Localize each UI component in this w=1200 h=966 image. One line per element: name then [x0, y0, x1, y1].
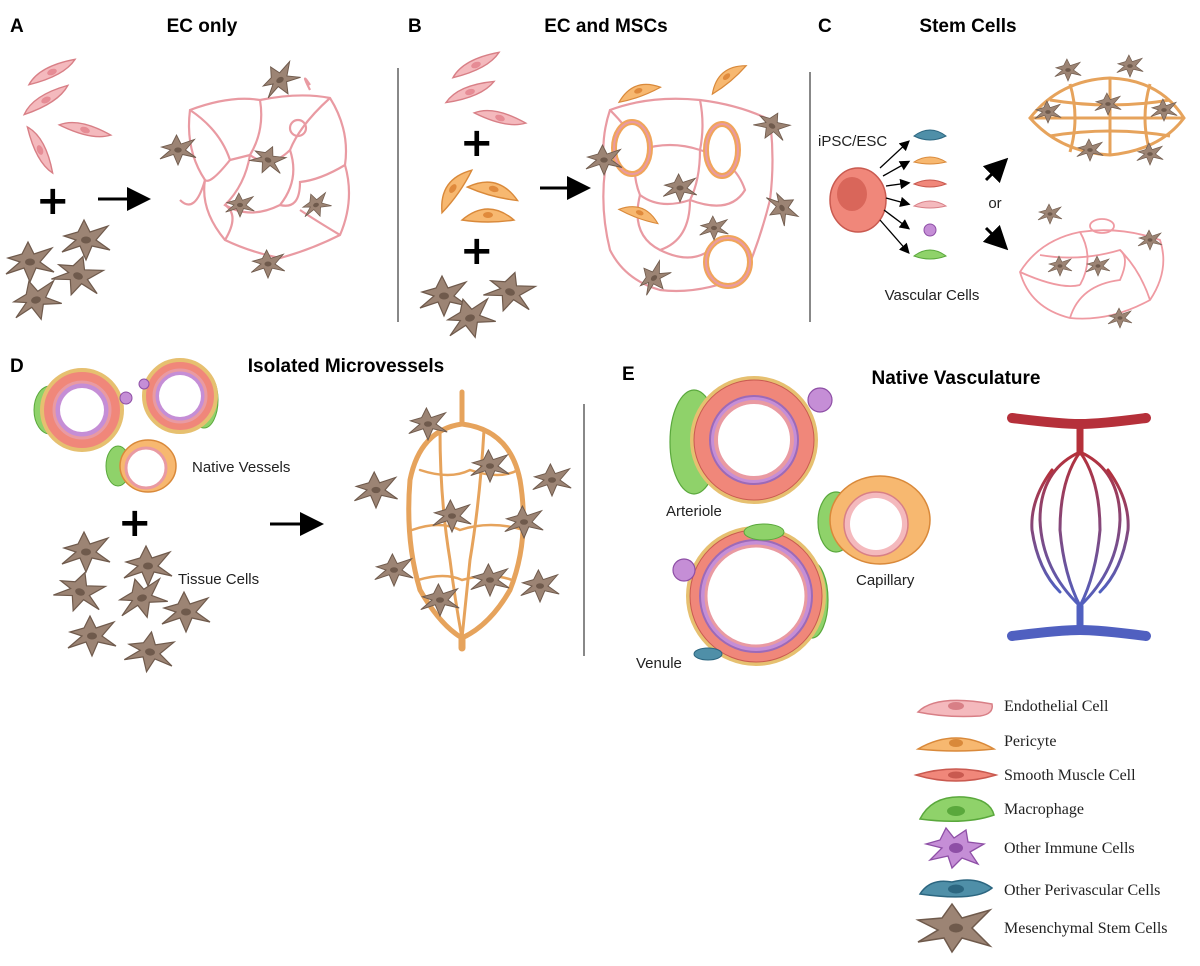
legend-label: Pericyte: [1004, 733, 1056, 750]
venule-cross-section: [672, 523, 829, 666]
legend-item: Mesenchymal Stem Cells: [915, 902, 1168, 954]
ipsc-esc-label: iPSC/ESC: [818, 133, 887, 150]
pericyte-icon: [915, 737, 997, 752]
panel-e-title: Native Vasculature: [872, 368, 1041, 389]
mesenchymal-stem-cells-group-b: [419, 264, 540, 345]
plus-sign: +: [118, 500, 152, 546]
native-vessel-vein: [138, 358, 219, 434]
pericytes-group: [432, 163, 522, 223]
legend-item: Endothelial Cell: [916, 698, 1109, 718]
venule-label: Venule: [636, 655, 682, 672]
legend-item: Smooth Muscle Cell: [913, 767, 1136, 784]
legend-label: Smooth Muscle Cell: [1004, 767, 1136, 784]
arteriole-label: Arteriole: [666, 503, 722, 520]
ec-network: [179, 77, 351, 260]
native-vessels-label: Native Vessels: [192, 459, 290, 476]
vascular-cells-label: Vascular Cells: [885, 287, 980, 304]
tissue-cells-label: Tissue Cells: [178, 571, 259, 588]
legend-item: Pericyte: [915, 733, 1056, 752]
smooth-muscle-cell-icon: [913, 768, 999, 782]
panel-c-title: Stem Cells: [919, 16, 1016, 37]
tissue-cells-group: [50, 531, 211, 677]
mesenchymal-stem-cells-group: [5, 219, 111, 327]
panel-b: B EC and MSCs + +: [408, 16, 803, 345]
native-vasculature-tree: [1007, 413, 1151, 641]
mesenchymal-stem-cell-icon: [915, 902, 993, 954]
panel-d-letter: D: [10, 356, 24, 377]
endothelial-cells-group: [19, 56, 113, 177]
panel-b-title: EC and MSCs: [544, 16, 668, 37]
panel-d: D Isolated Microvessels Native Vessels +: [10, 356, 572, 677]
arrow-icon: [982, 157, 1009, 184]
capillary-label: Capillary: [856, 572, 915, 589]
legend-item: Other Perivascular Cells: [918, 879, 1160, 899]
legend-item: Other Immune Cells: [923, 826, 1135, 870]
panel-c: C Stem Cells iPSC/ESC Vascular Cells or: [818, 16, 1186, 329]
differentiation-arrows: [879, 140, 911, 254]
endothelial-cell-icon: [916, 699, 993, 718]
native-vessel-capillary: [105, 439, 177, 493]
vascular-cell-types: [912, 129, 948, 260]
panel-a-title: EC only: [167, 16, 238, 37]
legend-label: Macrophage: [1004, 801, 1084, 818]
panel-e: E Native Vasculature Arteriole Venule: [622, 364, 1151, 672]
legend-label: Mesenchymal Stem Cells: [1004, 920, 1168, 937]
plus-sign: +: [460, 228, 494, 274]
legend-item: Macrophage: [918, 796, 1084, 822]
native-vessel-artery: [33, 368, 133, 452]
perivascular-cell-icon: [918, 879, 994, 898]
panel-d-title: Isolated Microvessels: [248, 356, 444, 377]
plus-sign: +: [460, 120, 494, 166]
plus-sign: +: [36, 178, 70, 224]
capillary-cross-section: [817, 475, 931, 565]
panel-b-letter: B: [408, 16, 422, 37]
stem-cell-icon: [829, 167, 887, 233]
macrophage-icon: [918, 796, 995, 822]
panel-e-letter: E: [622, 364, 635, 385]
arrow-icon: [982, 224, 1009, 251]
panel-a-letter: A: [10, 16, 24, 37]
legend-label: Other Immune Cells: [1004, 840, 1135, 857]
pericyte-vessel-network: [1028, 76, 1186, 157]
panel-a: A EC only +: [5, 16, 351, 327]
immune-cell-icon: [923, 826, 987, 870]
arteriole-cross-section: [669, 376, 833, 504]
or-label: or: [988, 195, 1001, 212]
panel-c-letter: C: [818, 16, 832, 37]
legend-label: Endothelial Cell: [1004, 698, 1109, 715]
pericyte-wrapped-vessels: [611, 119, 753, 289]
endothelial-vessel-network: [1019, 218, 1165, 320]
legend-label: Other Perivascular Cells: [1004, 882, 1160, 899]
